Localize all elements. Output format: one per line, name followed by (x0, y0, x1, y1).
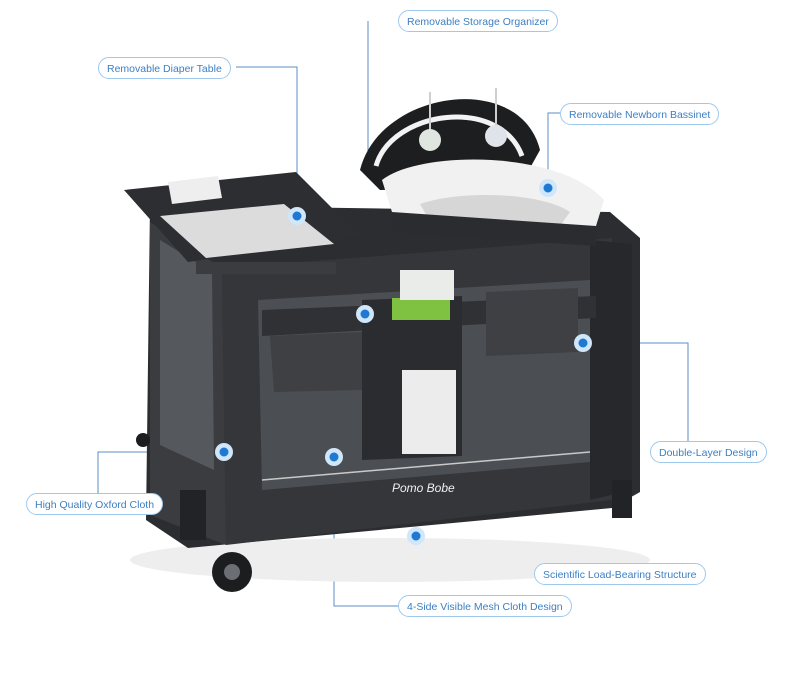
hanging-toy-right (485, 125, 507, 147)
newborn-bassinet (360, 88, 604, 246)
callout-diaper-table: Removable Diaper Table (98, 57, 231, 79)
hotspot-dots (215, 179, 592, 545)
callout-mesh-cloth: 4-Side Visible Mesh Cloth Design (398, 595, 572, 617)
care-label (168, 176, 222, 204)
callout-load-bearing: Scientific Load-Bearing Structure (534, 563, 706, 585)
canopy-trim (373, 114, 525, 167)
bassinet-base (392, 212, 596, 246)
callout-oxford-cloth: High Quality Oxford Cloth (26, 493, 164, 515)
right-side-panel (590, 240, 632, 500)
hotspot-newborn-bassinet (539, 179, 557, 197)
table-support (196, 262, 336, 274)
callout-newborn-bassinet: Removable Newborn Bassinet (560, 103, 720, 125)
hanging-toy-left (419, 129, 441, 151)
brand-mark: Pomo Bobe (392, 481, 455, 495)
leg-front-left (180, 490, 206, 540)
wipes-box (400, 270, 454, 300)
caster-hub (224, 564, 240, 580)
back-wheel (136, 433, 150, 447)
hotspot-mesh-cloth (325, 448, 343, 466)
wipes-holder (392, 298, 450, 320)
diapers (402, 370, 456, 454)
callout-storage-organizer: Removable Storage Organizer (398, 10, 558, 32)
callout-double-layer: Double-Layer Design (650, 441, 767, 463)
organizer-pocket-right (486, 288, 578, 356)
hotspot-storage-organizer (356, 305, 374, 323)
leg-front-right (612, 480, 632, 518)
left-mesh-panel (160, 240, 214, 470)
organizer-pocket-left (270, 332, 362, 392)
hotspot-oxford-cloth (215, 443, 233, 461)
leader-newborn-bassinet (547, 112, 560, 188)
leader-diaper-table (236, 66, 298, 216)
hotspot-load-bearing (407, 527, 425, 545)
floor-shadow (130, 538, 650, 582)
storage-organizer (262, 270, 596, 460)
hotspot-diaper-table (288, 207, 306, 225)
front-trim-line (261, 451, 591, 481)
hotspot-double-layer (574, 334, 592, 352)
